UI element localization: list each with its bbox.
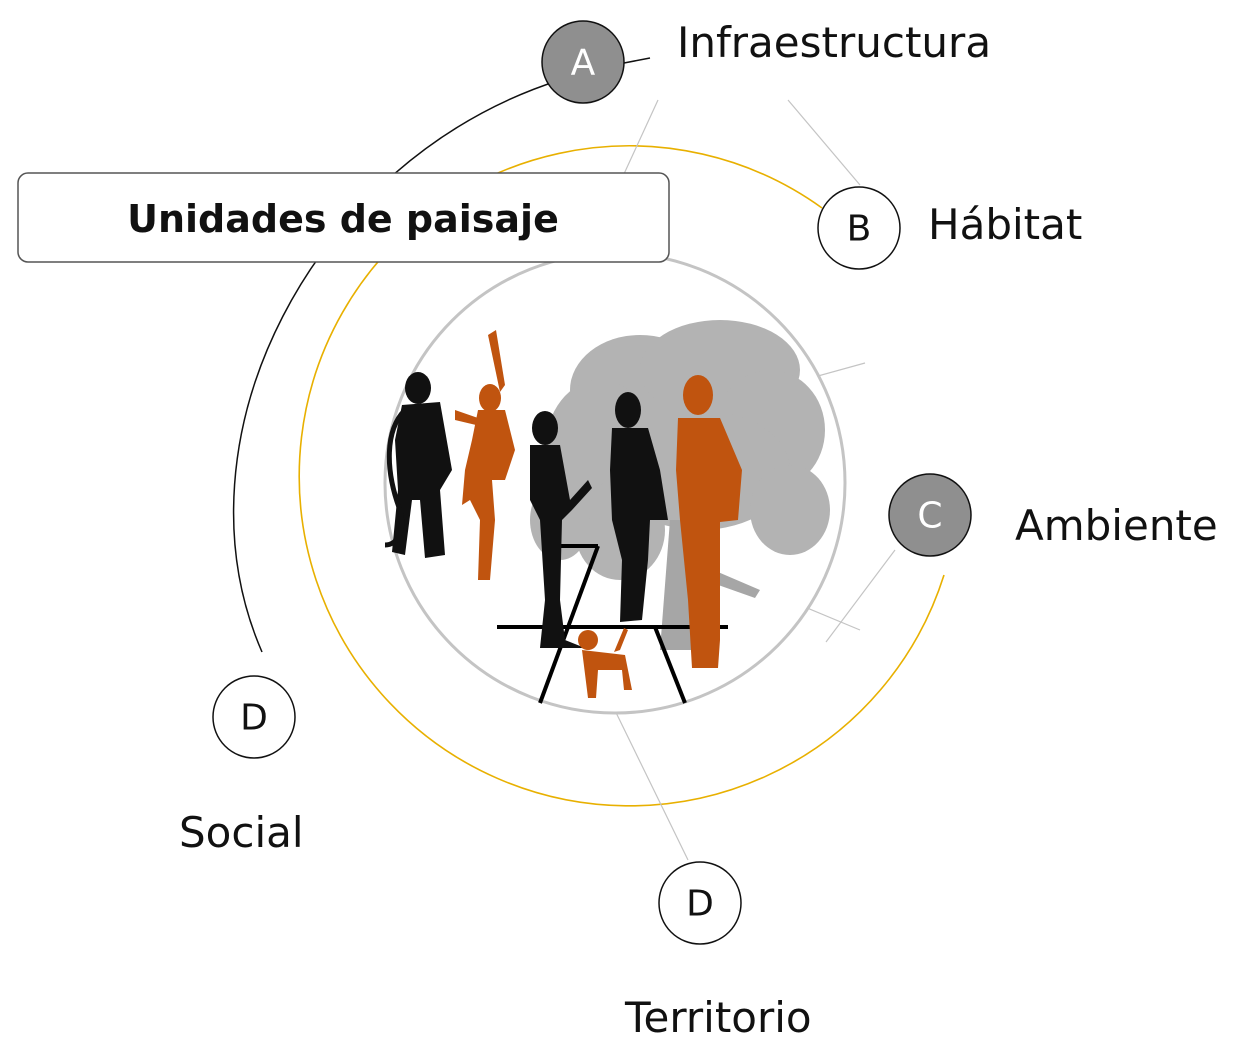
node-a-connector (623, 57, 651, 64)
node-d-social-letter: D (240, 698, 268, 739)
node-a-label: Infraestructura (677, 18, 991, 67)
diagram-title: Unidades de paisaje (127, 197, 559, 241)
node-b-label: Hábitat (928, 200, 1082, 249)
node-b-circle (817, 186, 901, 270)
node-a-circle (541, 20, 625, 104)
node-c-letter: C (917, 496, 942, 537)
leader-line-territorio (604, 689, 689, 861)
silhouette-man-backpack (676, 375, 742, 668)
leader-line-ambiente (825, 549, 896, 643)
leader-line-habitat (787, 99, 861, 186)
yellow-ring-upper (298, 145, 945, 807)
node-social: D Social (179, 675, 304, 857)
silhouette-woman-raising-arm (455, 330, 515, 580)
silhouette-woman-phone (530, 411, 592, 648)
node-d-territorio-letter: D (686, 884, 714, 925)
node-d-territorio-label: Territorio (624, 993, 812, 1039)
silhouette-woman-standing (610, 392, 668, 622)
node-habitat: B Hábitat (817, 186, 1082, 270)
railway-illustration (497, 544, 728, 704)
node-c-label: Ambiente (1015, 501, 1218, 550)
node-d-territorio-circle (658, 861, 742, 945)
silhouette-dog (578, 628, 632, 698)
node-infraestructura: A Infraestructura (541, 18, 991, 104)
node-d-social-circle (212, 675, 296, 759)
title-box: Unidades de paisaje (17, 172, 670, 263)
node-territorio: D Territorio (624, 861, 812, 1039)
node-a-letter: A (571, 43, 596, 84)
node-ambiente: C Ambiente (888, 473, 1218, 557)
node-d-social-label: Social (179, 808, 304, 857)
silhouette-worker (384, 372, 452, 558)
node-c-circle (888, 473, 972, 557)
node-b-letter: B (847, 209, 872, 250)
outer-black-arc (232, 79, 561, 653)
